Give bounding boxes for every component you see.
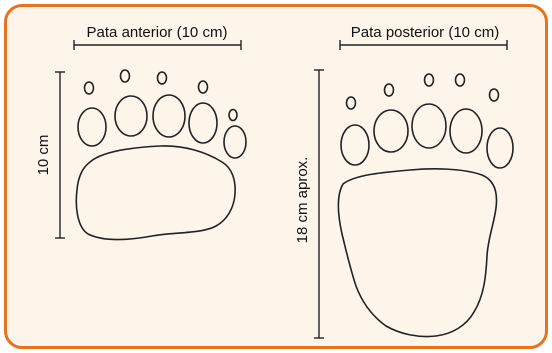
front-toe-pad-2	[115, 96, 147, 136]
front-claw-3	[158, 72, 167, 84]
front-toe-pad-3	[153, 95, 185, 137]
front-toe-pad-1	[78, 108, 106, 146]
front-toe-pad-5	[224, 126, 246, 158]
hind-paw-width-label: Pata posterior (10 cm)	[351, 24, 499, 41]
hind-paw-height-label: 18 cm aprox.	[294, 157, 311, 244]
front-paw-height-label: 10 cm	[35, 135, 52, 176]
front-paw-width-rule	[74, 40, 241, 50]
hind-claw-2	[385, 84, 394, 96]
hind-toe-pad-3	[412, 104, 446, 148]
hind-paw-height-rule	[314, 70, 324, 338]
front-main-pad	[76, 146, 235, 240]
hind-claw-5	[490, 89, 499, 101]
front-claw-1	[85, 82, 94, 94]
hind-toe-pad-4	[450, 109, 482, 153]
front-paw-width-label: Pata anterior (10 cm)	[87, 24, 228, 41]
front-claw-5	[229, 110, 237, 121]
hind-paw: Pata posterior (10 cm) 18 cm aprox.	[294, 24, 513, 338]
hind-claw-4	[456, 74, 465, 86]
hind-main-pad	[338, 169, 496, 337]
hind-toe-pad-5	[487, 128, 513, 168]
hind-toe-pad-1	[341, 125, 369, 165]
front-toe-pad-4	[189, 103, 217, 143]
front-paw-height-rule	[55, 72, 65, 238]
hind-paw-width-rule	[340, 40, 507, 50]
front-paw: Pata anterior (10 cm) 10 cm	[35, 24, 246, 240]
hind-toe-pad-2	[374, 110, 408, 152]
hind-claw-1	[347, 97, 356, 109]
front-claw-4	[199, 81, 208, 93]
hind-claw-3	[425, 74, 434, 86]
front-claw-2	[121, 70, 130, 82]
